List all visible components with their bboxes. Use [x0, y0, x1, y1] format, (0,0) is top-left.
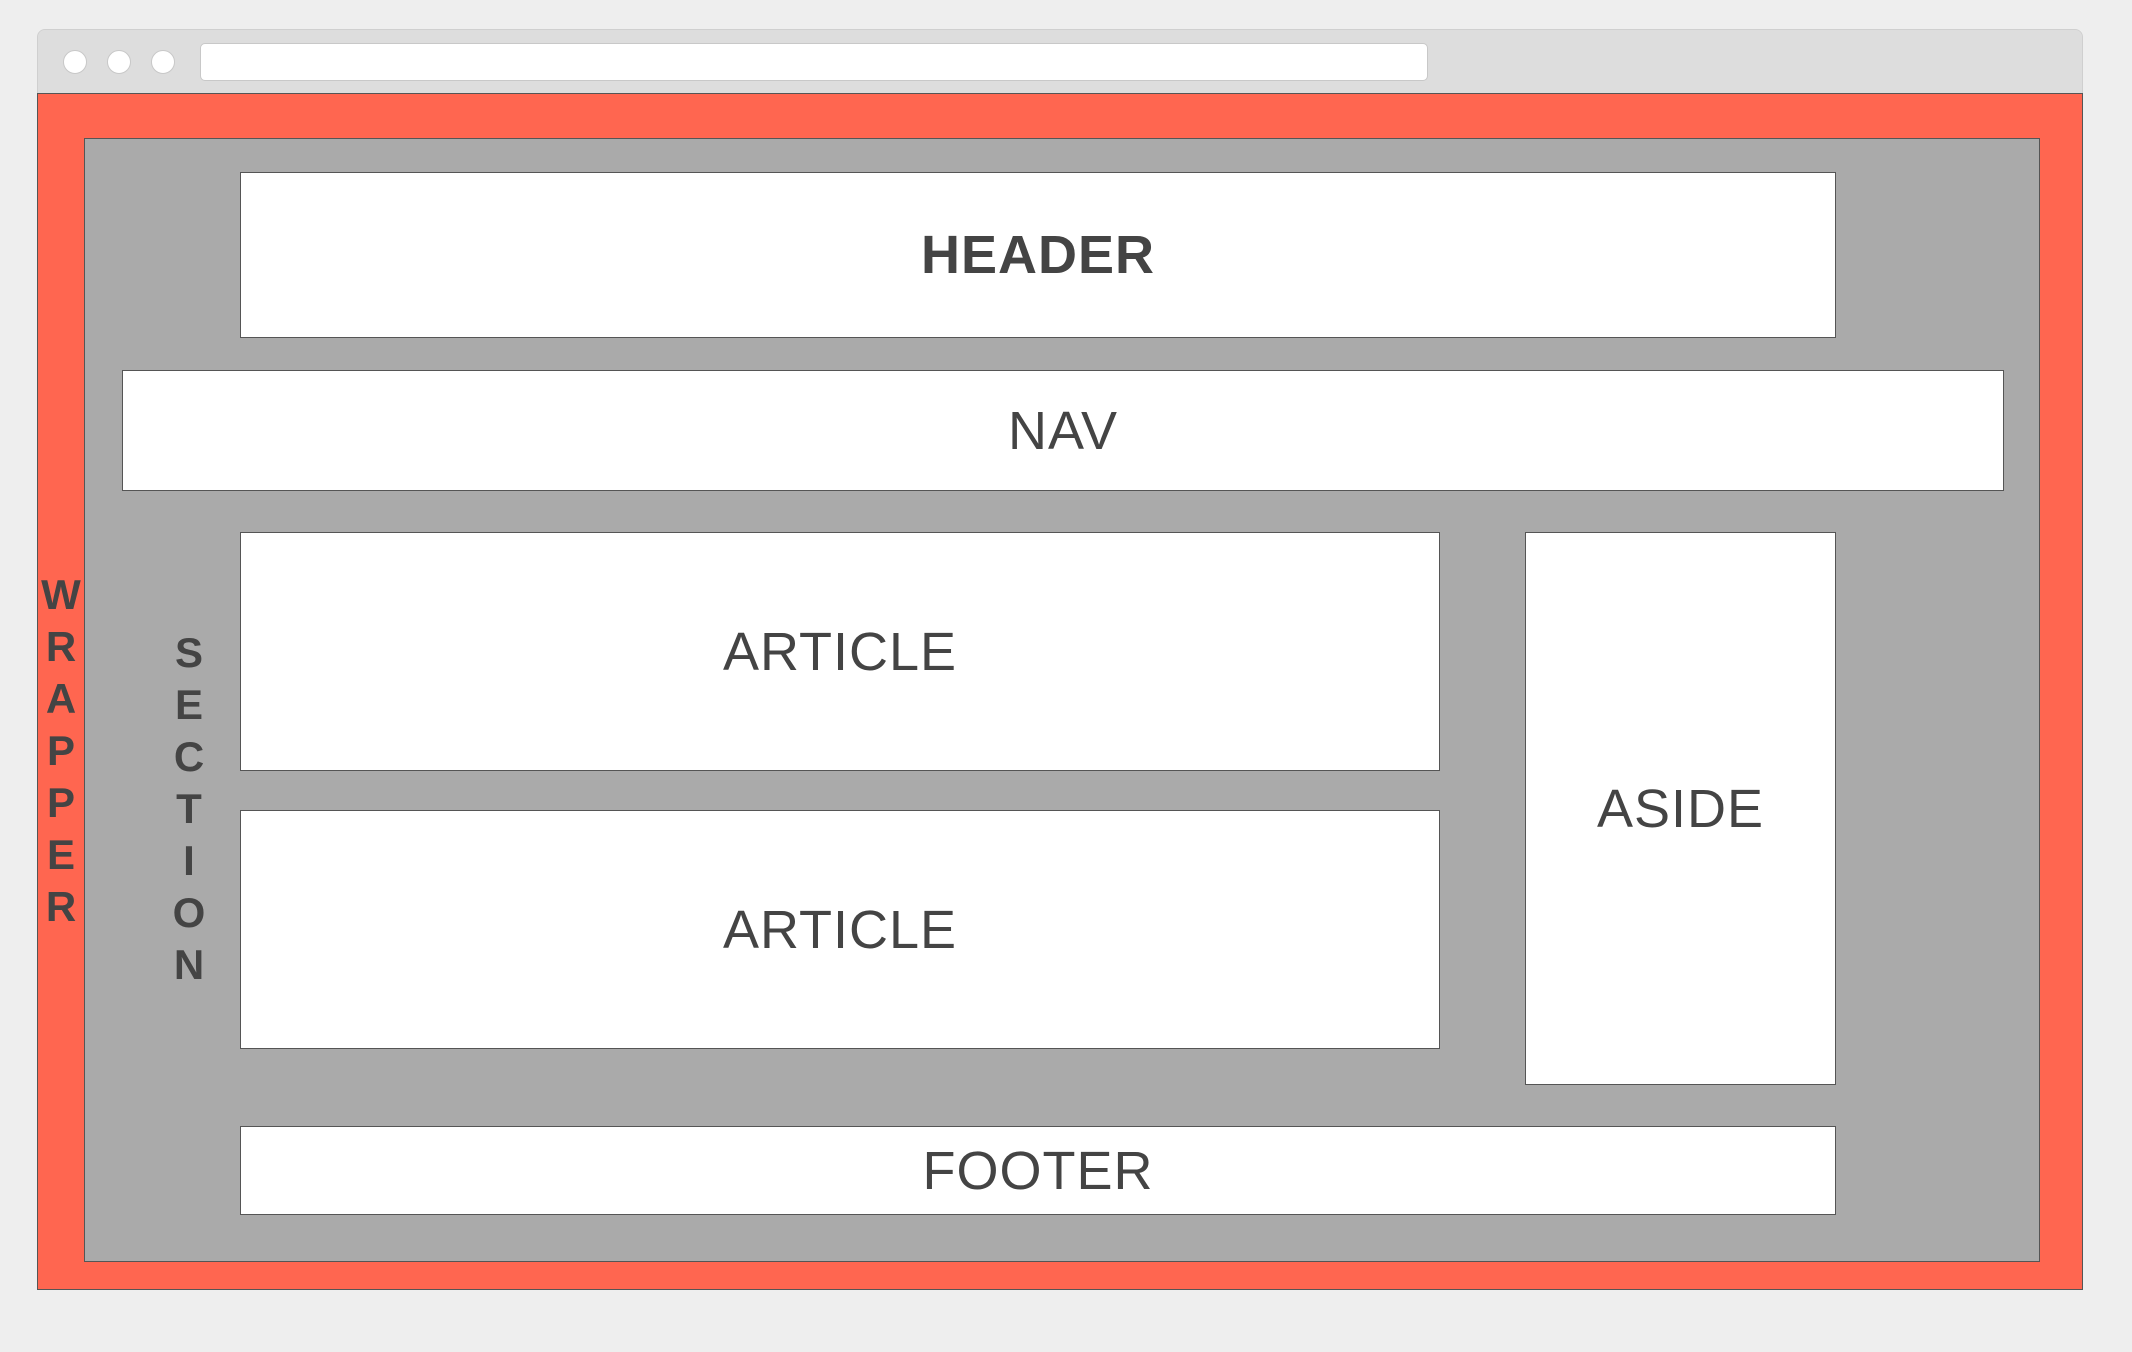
- article-label: ARTICLE: [722, 899, 958, 960]
- vertical-label-letter: T: [176, 785, 202, 832]
- footer-block: FOOTER: [240, 1126, 1836, 1215]
- aside-label: ASIDE: [1596, 778, 1765, 839]
- nav-label: NAV: [1007, 400, 1119, 461]
- vertical-label-letter: E: [174, 681, 203, 728]
- article-label: ARTICLE: [722, 621, 958, 682]
- vertical-label-letter: A: [45, 675, 77, 722]
- header-block: HEADER: [240, 172, 1836, 338]
- vertical-label-letter: R: [45, 623, 77, 670]
- window-maximize-dot[interactable]: [151, 50, 175, 74]
- address-bar[interactable]: [200, 43, 1428, 81]
- vertical-label-letter: P: [46, 727, 75, 774]
- vertical-label-letter: S: [174, 629, 203, 676]
- vertical-label-letter: C: [173, 733, 205, 780]
- browser-titlebar: [38, 30, 2082, 94]
- vertical-label-letter: I: [183, 837, 195, 884]
- vertical-label-letter: O: [172, 889, 206, 936]
- article-block: ARTICLE: [240, 532, 1440, 771]
- vertical-label-letter: N: [173, 941, 205, 988]
- vertical-label-letter: R: [45, 883, 77, 930]
- header-label: HEADER: [920, 225, 1156, 285]
- vertical-label-letter: P: [46, 779, 75, 826]
- aside-block: ASIDE: [1525, 532, 1836, 1085]
- window-close-dot[interactable]: [63, 50, 87, 74]
- vertical-label-letter: W: [41, 571, 81, 618]
- article-block: ARTICLE: [240, 810, 1440, 1049]
- nav-block: NAV: [122, 370, 2004, 491]
- window-minimize-dot[interactable]: [107, 50, 131, 74]
- vertical-label-letter: E: [46, 831, 75, 878]
- footer-label: FOOTER: [922, 1140, 1154, 1201]
